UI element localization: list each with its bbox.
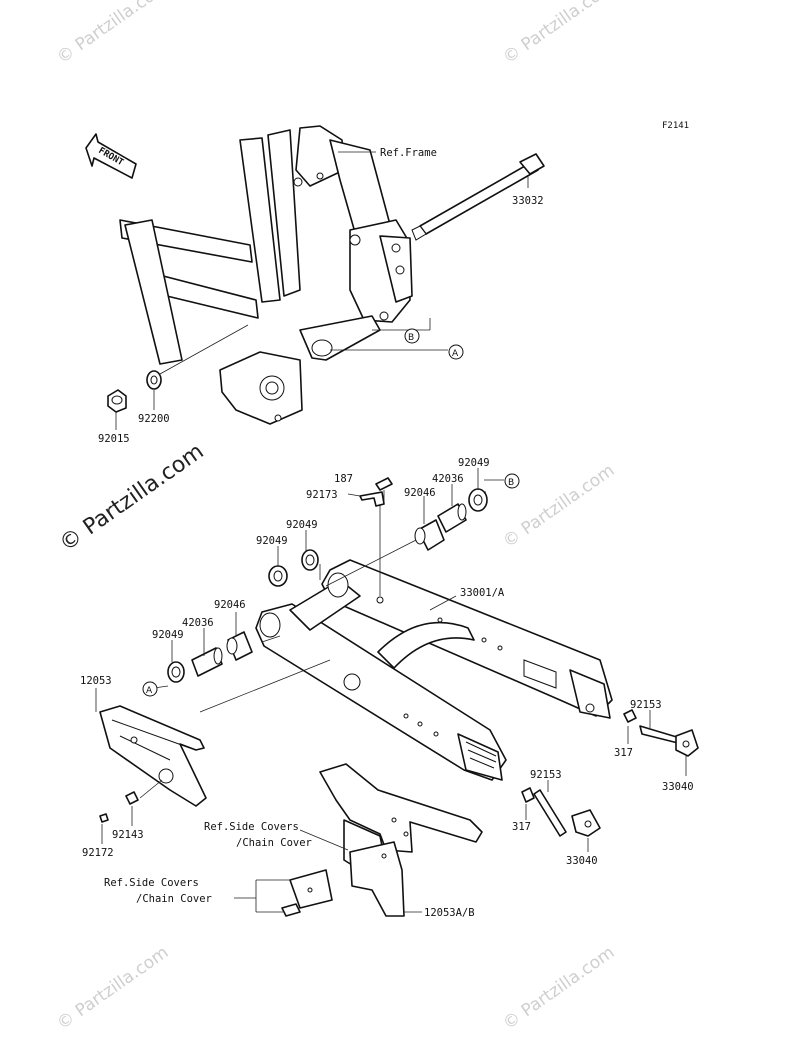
seal-92049-low xyxy=(167,661,185,683)
label-42036-low: 42036 xyxy=(182,617,214,629)
bolt-92172 xyxy=(99,813,109,823)
label-92049-mid1: 92049 xyxy=(256,535,288,547)
label-92153-a: 92153 xyxy=(630,699,662,711)
pivot-shaft-33032 xyxy=(411,153,545,241)
chain-guard-12053 xyxy=(99,705,207,807)
label-187: 187 xyxy=(334,473,353,485)
label-ref-side-covers-2b: /Chain Cover xyxy=(136,893,212,905)
watermark-top-left: © Partzilla.com xyxy=(53,0,172,68)
label-317-b: 317 xyxy=(512,821,531,833)
seal-92049-mid1 xyxy=(268,565,288,587)
label-33001: 33001/A xyxy=(460,587,505,599)
label-33032: 33032 xyxy=(512,195,544,207)
label-ref-side-covers-2a: Ref.Side Covers xyxy=(104,877,199,889)
figure-code: F2141 xyxy=(662,121,689,131)
washer-92200 xyxy=(146,370,162,390)
label-92143: 92143 xyxy=(112,829,144,841)
front-arrow-icon: FRONT xyxy=(85,133,137,179)
label-33040-a: 33040 xyxy=(662,781,694,793)
label-92015: 92015 xyxy=(98,433,130,445)
adjuster-upper xyxy=(623,709,699,757)
label-12053ab: 12053A/B xyxy=(424,907,475,919)
callout-b-top-label: B xyxy=(408,333,414,343)
callout-a-low-label: A xyxy=(146,686,153,696)
label-92049-mid2: 92049 xyxy=(286,519,318,531)
sleeve-42036-top xyxy=(437,503,467,533)
chain-cover-12053ab xyxy=(281,763,483,917)
label-ref-side-covers-1b: /Chain Cover xyxy=(236,837,312,849)
label-12053: 12053 xyxy=(80,675,112,687)
bushing-92046-top xyxy=(414,519,445,551)
watermark-bottom-left: © Partzilla.com xyxy=(53,942,172,1034)
label-92049-top: 92049 xyxy=(458,457,490,469)
label-ref-frame: Ref.Frame xyxy=(380,147,437,159)
label-92200: 92200 xyxy=(138,413,170,425)
nut-92015 xyxy=(107,389,127,413)
callout-a-low: A xyxy=(142,681,158,697)
label-92172: 92172 xyxy=(82,847,114,859)
label-42036-top: 42036 xyxy=(432,473,464,485)
label-92046-low: 92046 xyxy=(214,599,246,611)
bushing-92046-low xyxy=(226,631,253,661)
watermark-bottom-right: © Partzilla.com xyxy=(499,942,618,1034)
swingarm-drawing xyxy=(255,559,613,781)
label-92173: 92173 xyxy=(306,489,338,501)
watermark-mid-right: © Partzilla.com xyxy=(499,460,618,552)
callout-a-top-label: A xyxy=(452,349,459,359)
label-33040-b: 33040 xyxy=(566,855,598,867)
part-labels: Ref.Frame 33032 92015 92200 187 92173 92… xyxy=(80,147,694,919)
label-92153-b: 92153 xyxy=(530,769,562,781)
watermark-large: © Partzilla.com xyxy=(55,439,208,557)
adjuster-lower xyxy=(521,787,601,837)
callout-b-mid-label: B xyxy=(508,478,514,488)
label-ref-side-covers-1a: Ref.Side Covers xyxy=(204,821,299,833)
seal-92049-top xyxy=(468,488,488,512)
callout-b-mid: B xyxy=(504,473,520,489)
label-92049-low: 92049 xyxy=(152,629,184,641)
label-92046-top: 92046 xyxy=(404,487,436,499)
callout-b-top: B xyxy=(372,318,431,344)
seal-92049-mid2 xyxy=(301,549,319,571)
collar-92143 xyxy=(125,791,139,805)
watermark-top-right: © Partzilla.com xyxy=(499,0,618,68)
frame-drawing xyxy=(119,125,529,425)
clamp-92173 xyxy=(359,491,385,507)
callout-a-top: A xyxy=(330,344,464,360)
label-317-a: 317 xyxy=(614,747,633,759)
sleeve-42036-low xyxy=(191,647,223,677)
